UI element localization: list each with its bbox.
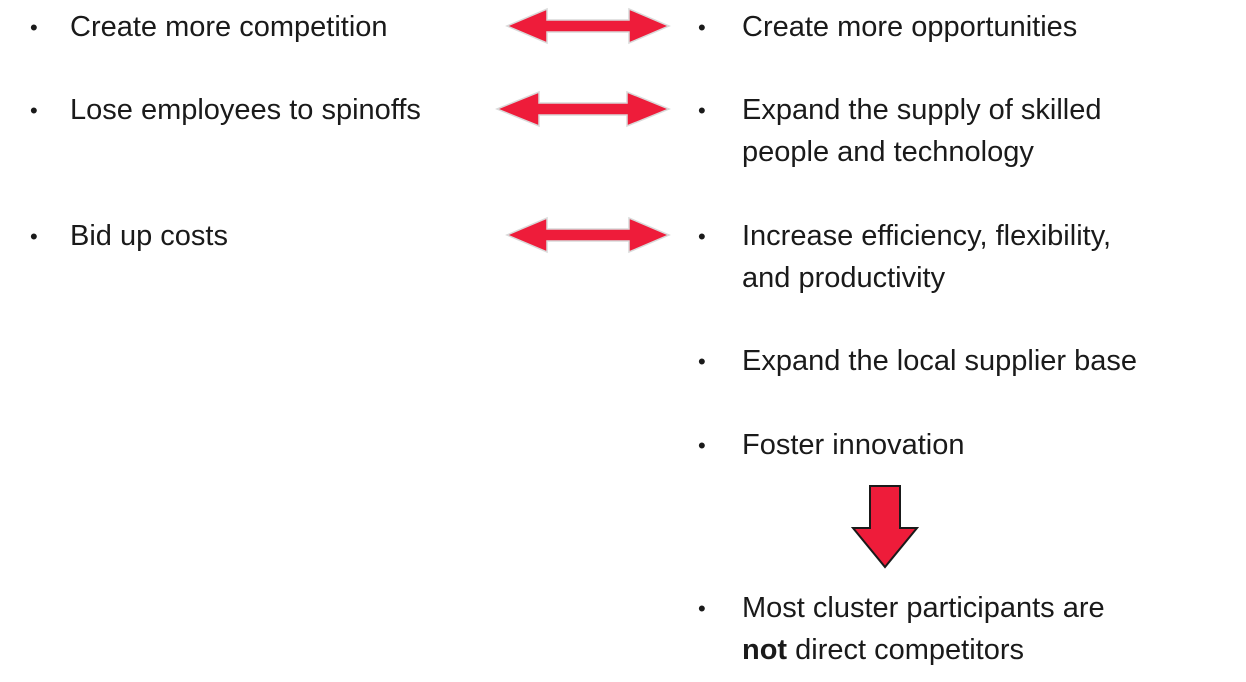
right-bullet-4: • <box>698 349 706 374</box>
right-bullet-3: • <box>698 224 706 249</box>
right-item-expand-local-supplier-base: Expand the local supplier base <box>742 345 1137 377</box>
left-bullet-1: • <box>30 15 38 40</box>
double-arrow-icon-3 <box>505 216 671 254</box>
right-item-create-more-opportunities: Create more opportunities <box>742 11 1078 43</box>
left-item-lose-employees: Lose employees to spinoffs <box>70 94 421 126</box>
left-bullet-2: • <box>30 98 38 123</box>
right-bullet-5: • <box>698 433 706 458</box>
left-item-bid-up-costs: Bid up costs <box>70 220 228 252</box>
double-arrow-icon-1 <box>505 7 671 45</box>
conclusion-line2-rest: direct competitors <box>787 634 1025 666</box>
conclusion-line2: not direct competitors <box>742 631 1024 669</box>
right-item-increase-efficiency-line2: and productivity <box>742 262 946 294</box>
right-item-increase-efficiency-line1: Increase efficiency, flexibility, <box>742 220 1112 252</box>
right-item-foster-innovation: Foster innovation <box>742 429 965 461</box>
conclusion-line1: Most cluster participants are <box>742 592 1105 624</box>
left-item-create-more-competition: Create more competition <box>70 11 388 43</box>
double-arrow-icon-2 <box>495 90 671 128</box>
right-bullet-1: • <box>698 15 706 40</box>
right-item-expand-supply-line2: people and technology <box>742 136 1034 168</box>
conclusion-bold-not: not <box>742 634 788 666</box>
left-bullet-3: • <box>30 224 38 249</box>
conclusion-bullet: • <box>698 596 706 621</box>
down-arrow-icon <box>850 485 920 569</box>
right-bullet-2: • <box>698 98 706 123</box>
right-item-expand-supply-line1: Expand the supply of skilled <box>742 94 1102 126</box>
